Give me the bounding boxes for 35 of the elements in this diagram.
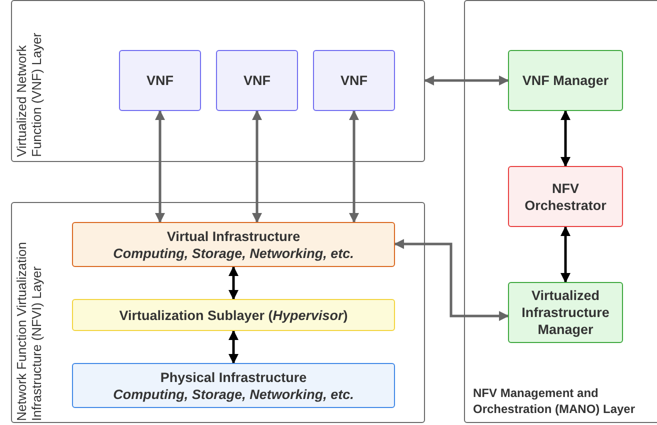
double-arrow <box>424 76 509 86</box>
layer-panel <box>11 202 425 423</box>
double-arrow <box>228 330 238 364</box>
double-arrow <box>394 239 509 321</box>
box-title: VNF <box>340 72 368 89</box>
layer-panel <box>11 0 425 162</box>
box-title: VNF Manager <box>522 72 609 89</box>
layer-panel <box>464 0 657 423</box>
double-arrow <box>349 110 359 223</box>
layer-label: NFV Management and Orchestration (MANO) Layer <box>473 385 636 417</box>
box-title: Virtualization Sublayer (Hypervisor) <box>119 306 348 324</box>
box-title: Physical Infrastructure <box>160 368 307 386</box>
double-arrow <box>252 110 262 223</box>
double-arrow <box>155 110 165 223</box>
process-box <box>508 282 623 343</box>
process-box <box>508 50 623 111</box>
double-arrow <box>560 110 570 167</box>
layer-label: Network Function Virtualization Infrastructure (NFVI) Layer <box>14 241 44 421</box>
process-box <box>72 299 395 331</box>
process-box <box>508 166 623 227</box>
box-title: Virtualized Infrastructure Manager <box>520 287 610 338</box>
box-title: Virtual Infrastructure <box>166 228 300 244</box>
box-subtitle: Computing, Storage, Networking, etc. <box>113 386 354 402</box>
box-title: NFV Orchestrator <box>524 180 608 214</box>
double-arrow <box>560 226 570 283</box>
process-box <box>119 50 201 111</box>
process-box <box>72 222 395 267</box>
process-box <box>72 363 395 408</box>
process-box <box>216 50 298 111</box>
box-subtitle: Computing, Storage, Networking, etc. <box>113 244 354 262</box>
double-arrow <box>228 266 238 300</box>
process-box <box>313 50 395 111</box>
box-title: VNF <box>146 72 174 89</box>
layer-label: Virtualized Network Function (VNF) Layer <box>14 32 44 157</box>
box-title: VNF <box>244 72 270 89</box>
